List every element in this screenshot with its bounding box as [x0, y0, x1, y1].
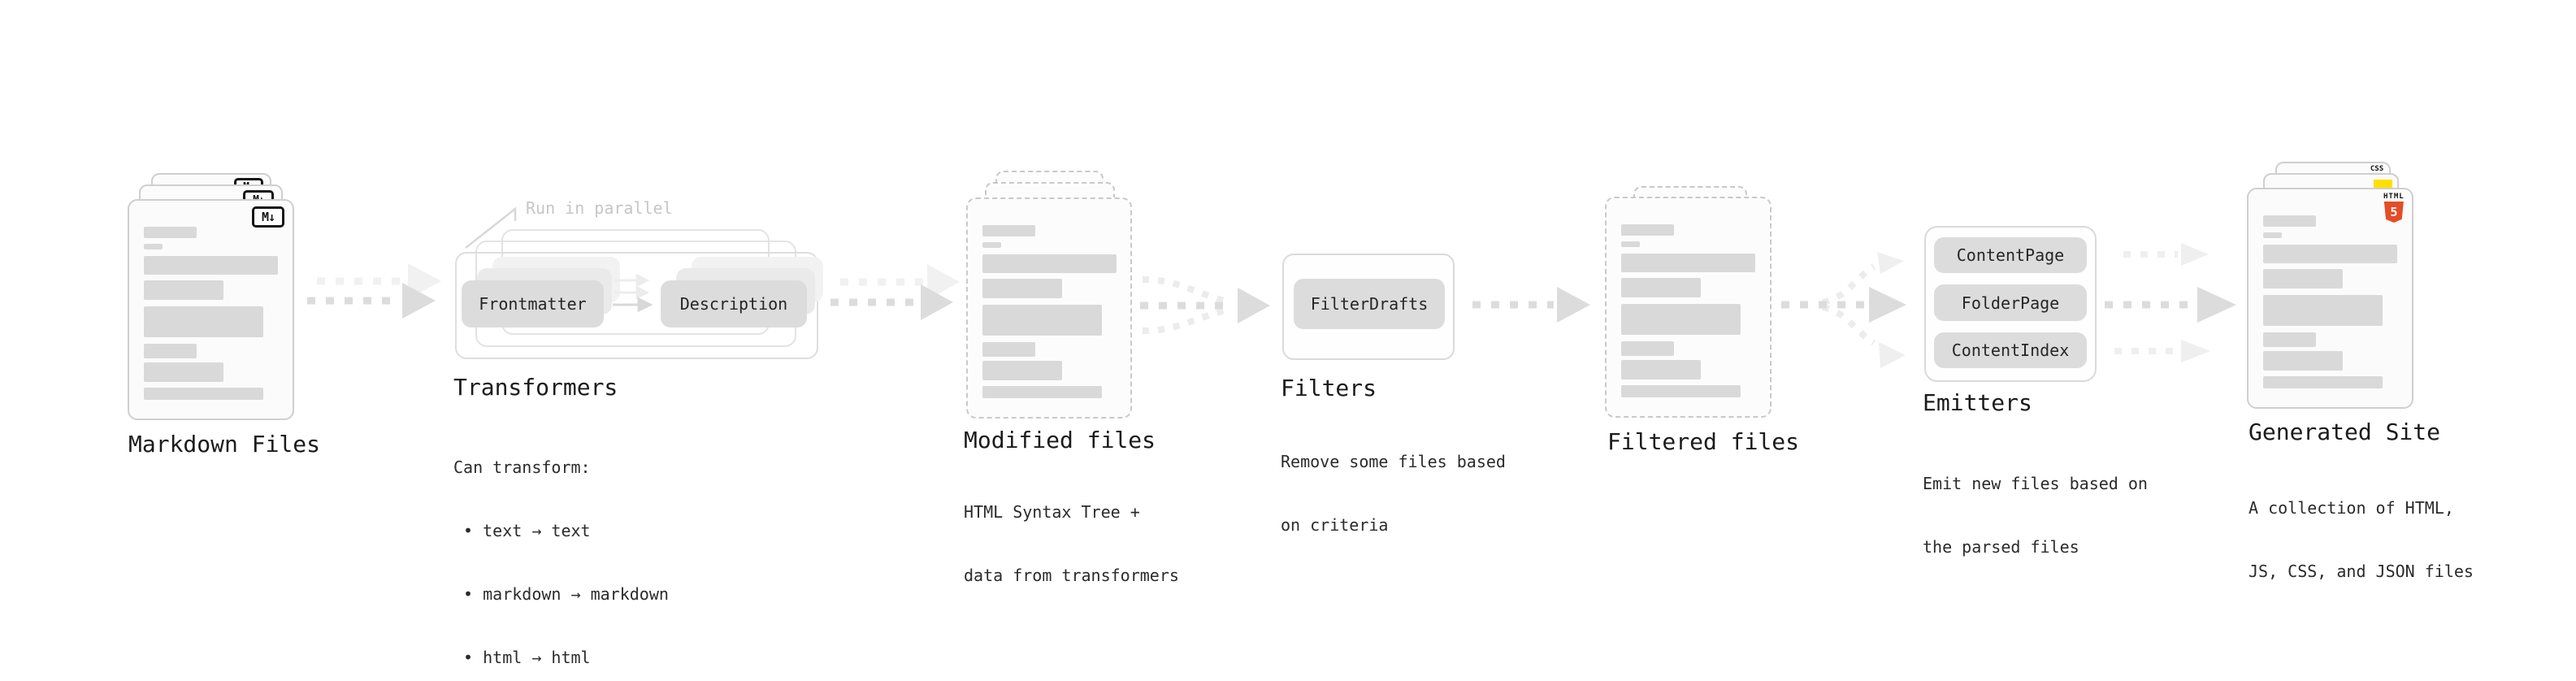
markdown-files-label: Markdown Files — [128, 431, 321, 458]
desc-line: JS, CSS, and JSON files — [2249, 562, 2474, 581]
arrow-filters-to-filtered — [1472, 287, 1590, 323]
generated-site-description: A collection of HTML, JS, CSS, and JSON … — [2249, 455, 2474, 624]
filtered-files-label: Filtered files — [1607, 428, 1800, 455]
text-placeholder-bar — [2263, 376, 2383, 388]
text-placeholder-bar — [144, 344, 197, 358]
javascript-icon — [2374, 180, 2392, 189]
dashed-arrow-icon — [307, 283, 436, 319]
dashed-arrow-icon — [830, 284, 953, 320]
text-placeholder-bar — [144, 362, 223, 382]
html5-icon: HTML 5 — [2383, 193, 2405, 223]
text-placeholder-bar — [144, 256, 278, 275]
pill-contentpage: ContentPage — [1934, 237, 2087, 273]
converging-dashed-curves-icon — [1142, 276, 1233, 334]
text-placeholder-bar — [982, 242, 1001, 248]
dashed-arrow-icon — [1781, 287, 1906, 323]
generated-file-card-html: HTML 5 — [2247, 188, 2413, 409]
text-placeholder-bar — [2263, 351, 2343, 371]
desc-line: on criteria — [1281, 515, 1389, 535]
modified-files-label: Modified files — [964, 427, 1156, 453]
text-placeholder-bar — [1621, 360, 1701, 380]
text-placeholder-bar — [1621, 224, 1674, 236]
light-dashed-arrow-icon — [2114, 340, 2210, 362]
mini-arrow-icon — [614, 273, 650, 300]
desc-line: data from transformers — [964, 566, 1179, 585]
desc-line: Can transform: — [453, 458, 591, 477]
desc-line: the parsed files — [1923, 537, 2079, 557]
modified-files-description: HTML Syntax Tree + data from transformer… — [964, 459, 1179, 628]
arrow-transformers-to-modified — [830, 264, 960, 320]
text-placeholder-bar — [2263, 245, 2397, 263]
light-dashed-arrow-icon — [2123, 243, 2209, 266]
desc-line: HTML Syntax Tree + — [964, 502, 1140, 522]
text-placeholder-bar — [1621, 385, 1741, 397]
markdown-icon: M↓ — [252, 206, 284, 228]
modified-file-card — [966, 197, 1132, 419]
text-placeholder-bar — [1621, 241, 1640, 247]
pill-filterdrafts: FilterDrafts — [1294, 279, 1445, 329]
text-placeholder-bar — [2263, 269, 2343, 288]
filtered-file-card — [1605, 197, 1772, 418]
run-in-parallel-callout-line — [465, 206, 517, 249]
ghost-dashed-arrow-icon — [840, 264, 960, 300]
text-placeholder-bar — [2263, 232, 2282, 238]
dashed-arrow-icon — [2105, 287, 2236, 323]
text-placeholder-bar — [982, 305, 1102, 336]
desc-line: Remove some files based — [1281, 452, 1506, 471]
text-placeholder-bar — [144, 388, 263, 400]
light-arrowhead-icon — [1879, 342, 1906, 368]
desc-line: • html → html — [453, 648, 591, 667]
text-placeholder-bar — [144, 280, 223, 300]
filters-description: Remove some files based on criteria — [1281, 409, 1506, 578]
emitters-description: Emit new files based on the parsed files — [1923, 431, 2148, 600]
arrow-modified-to-filters — [1140, 276, 1270, 334]
html5-badge-text: HTML — [2383, 193, 2405, 201]
ghost-dashed-arrow-icon — [317, 263, 441, 299]
dashed-arrow-icon — [1140, 288, 1270, 323]
transformers-description: Can transform: • text → text • markdown … — [453, 414, 669, 681]
parallel-run-arrows — [613, 273, 653, 313]
html5-number: 5 — [2390, 205, 2398, 219]
text-placeholder-bar — [982, 225, 1035, 236]
text-placeholder-bar — [1621, 341, 1674, 356]
text-placeholder-bar — [144, 306, 263, 337]
mini-arrow-icon — [613, 297, 653, 313]
generated-site-label: Generated Site — [2249, 419, 2441, 445]
text-placeholder-bar — [2263, 332, 2316, 347]
filters-label: Filters — [1281, 375, 1377, 401]
text-placeholder-bar — [982, 254, 1117, 273]
desc-line: • markdown → markdown — [453, 584, 669, 604]
html5-shield: 5 — [2383, 202, 2404, 223]
pill-frontmatter: Frontmatter — [462, 280, 604, 327]
text-placeholder-bar — [1621, 304, 1741, 335]
text-placeholder-bar — [982, 342, 1035, 357]
pill-contentindex: ContentIndex — [1934, 332, 2087, 368]
desc-line: Emit new files based on — [1923, 474, 2148, 493]
transformers-label: Transformers — [453, 374, 618, 401]
emitters-label: Emitters — [1923, 389, 2032, 416]
arrow-filtered-to-emitters — [1781, 252, 1906, 368]
pill-folderpage: FolderPage — [1934, 284, 2087, 321]
arrow-markdown-to-transformers — [307, 263, 441, 319]
text-placeholder-bar — [144, 244, 163, 249]
text-placeholder-bar — [982, 386, 1102, 398]
diverging-dashed-curves-icon — [1822, 263, 1876, 346]
css-badge-text: CSS — [2370, 165, 2384, 173]
text-placeholder-bar — [1621, 278, 1701, 297]
pill-description: Description — [661, 280, 807, 327]
arrow-emitters-to-generated — [2105, 243, 2236, 362]
text-placeholder-bar — [2263, 215, 2316, 227]
light-arrowhead-icon — [1877, 252, 1904, 274]
desc-line: • text → text — [453, 521, 591, 540]
text-placeholder-bar — [982, 361, 1062, 380]
desc-line: A collection of HTML, — [2249, 498, 2454, 518]
transformer-run-box — [455, 252, 818, 359]
text-placeholder-bar — [982, 279, 1062, 298]
markdown-file-card: M↓ — [128, 199, 294, 420]
run-in-parallel-annotation: Run in parallel — [526, 198, 673, 218]
text-placeholder-bar — [2263, 295, 2383, 326]
text-placeholder-bar — [144, 227, 197, 238]
text-placeholder-bar — [1621, 254, 1755, 272]
dashed-arrow-icon — [1472, 287, 1590, 323]
